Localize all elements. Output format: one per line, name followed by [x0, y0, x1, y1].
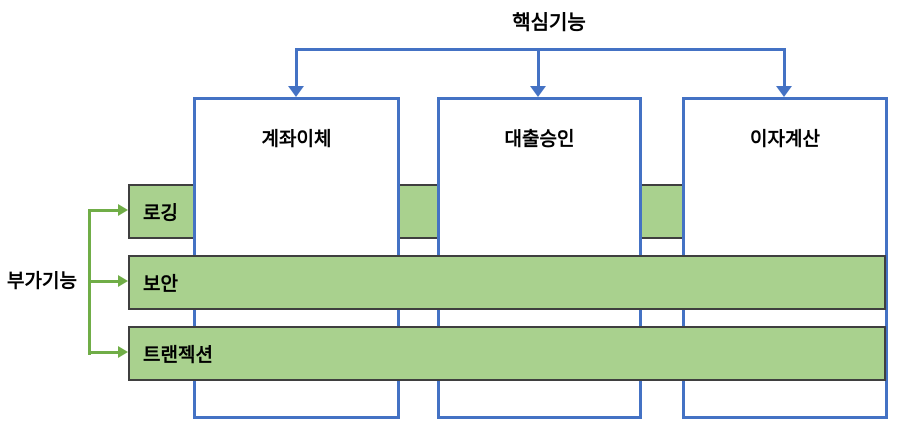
arrow-right-icon: [118, 346, 128, 358]
arrow-right-icon: [118, 275, 128, 287]
core-connector-drop-line-1: [295, 48, 298, 87]
core-connector-horizontal-line: [296, 48, 786, 51]
aspect-connector-branch-1: [88, 209, 119, 212]
arrow-down-icon: [776, 86, 792, 97]
aspect-connector-branch-2: [88, 280, 119, 283]
arrow-down-icon: [288, 86, 304, 97]
additional-functions-label: 부가기능: [7, 271, 77, 292]
core-module-label: 대출승인: [504, 129, 575, 150]
aspect-bar-label: 보안: [143, 274, 178, 295]
core-connector-drop-line-3: [783, 48, 786, 87]
aspect-bar-label: 로깅: [143, 203, 178, 224]
core-module-label: 계좌이체: [261, 129, 332, 150]
arrow-right-icon: [118, 204, 128, 216]
aspect-bar-transaction: 트랜젝션: [128, 326, 886, 381]
aspect-connector-branch-3: [88, 351, 119, 354]
arrow-down-icon: [530, 86, 546, 97]
core-functions-label: 핵심기능: [512, 12, 586, 34]
aspect-bar-security: 보안: [128, 255, 886, 310]
core-connector-drop-line-2: [537, 48, 540, 87]
core-module-label: 이자계산: [750, 129, 820, 150]
aspect-bar-label: 트랜젝션: [143, 345, 213, 366]
